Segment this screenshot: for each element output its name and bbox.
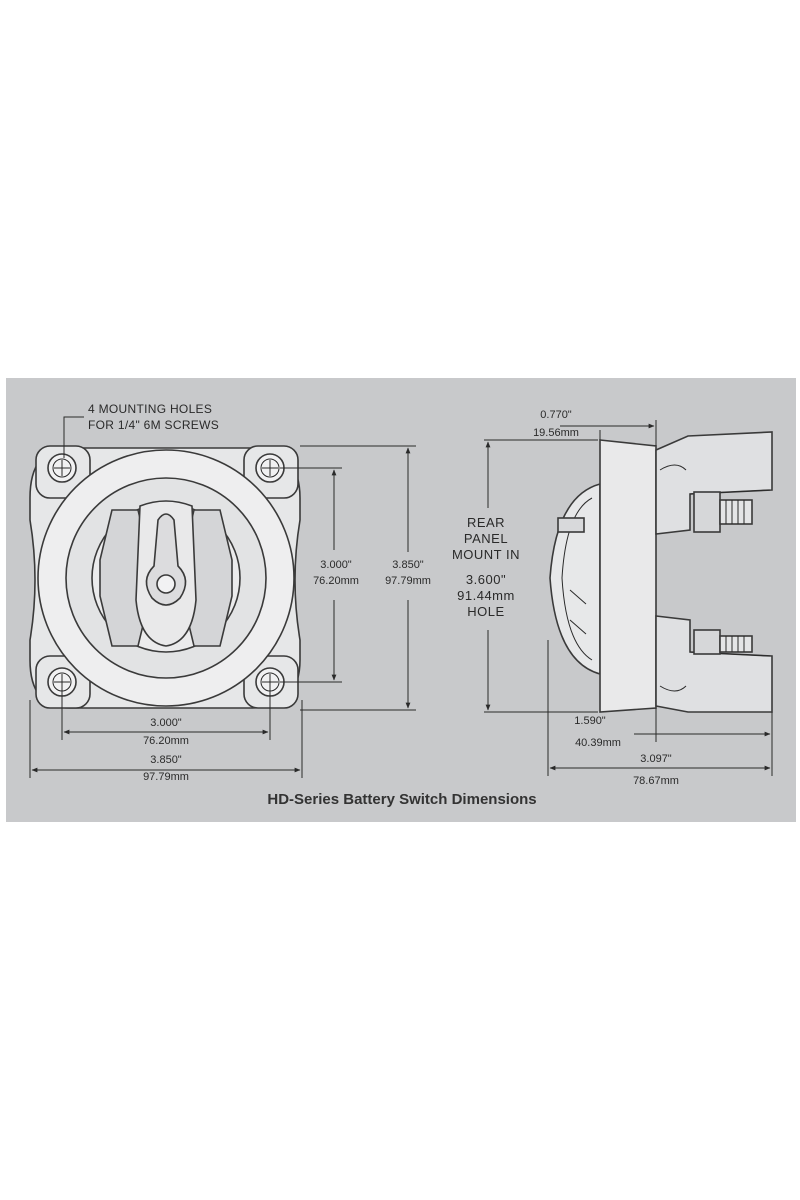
rear-panel-note-line2: PANEL bbox=[464, 531, 508, 546]
mounting-hole-bottom-right bbox=[255, 667, 285, 697]
rear-panel-note-line1: REAR bbox=[467, 515, 505, 530]
mounting-note-leader bbox=[63, 416, 84, 458]
switch-knob bbox=[99, 500, 233, 647]
front-plate bbox=[599, 439, 657, 713]
side-view: 0.770" 19.56mm REAR PANEL MOUNT IN 3.600… bbox=[452, 409, 773, 787]
rear-panel-note-line3: MOUNT IN bbox=[452, 547, 520, 562]
terminal-stud-lower bbox=[693, 629, 753, 655]
rear-body-lower bbox=[655, 615, 773, 713]
rear-panel-note-line6: HOLE bbox=[467, 604, 504, 619]
overall-depth-mm: 78.67mm bbox=[633, 775, 679, 787]
mounting-hole-top-left bbox=[47, 453, 77, 483]
mounting-hole-top-right bbox=[255, 453, 285, 483]
mounting-holes-note-line2: FOR 1/4" 6M SCREWS bbox=[88, 418, 219, 432]
body-depth-mm: 40.39mm bbox=[575, 737, 621, 749]
body-depth-inches: 1.590" bbox=[574, 715, 606, 727]
knob-label-tab bbox=[557, 517, 585, 533]
overall-depth-inches: 3.097" bbox=[640, 753, 672, 765]
knob-depth-inches: 0.770" bbox=[540, 409, 572, 421]
hole-spacing-h-inches: 3.000" bbox=[150, 717, 182, 729]
diagram-caption: HD-Series Battery Switch Dimensions bbox=[267, 791, 536, 808]
hole-spacing-h-mm: 76.20mm bbox=[143, 735, 189, 747]
mounting-hole-bottom-left bbox=[47, 667, 77, 697]
overall-height-inches: 3.850" bbox=[392, 559, 424, 571]
overall-width-mm: 97.79mm bbox=[143, 771, 189, 783]
front-view: 4 MOUNTING HOLES FOR 1/4" 6M SCREWS 3.00… bbox=[29, 402, 431, 783]
overall-height-mm: 97.79mm bbox=[385, 575, 431, 587]
overall-width-inches: 3.850" bbox=[150, 754, 182, 766]
terminal-stud-upper bbox=[693, 491, 753, 533]
mounting-holes-note-line1: 4 MOUNTING HOLES bbox=[88, 402, 212, 416]
rear-panel-note-line4: 3.600" bbox=[466, 572, 506, 587]
hole-spacing-v-mm: 76.20mm bbox=[313, 575, 359, 587]
rear-panel-note-line5: 91.44mm bbox=[457, 588, 515, 603]
knob-depth-mm: 19.56mm bbox=[533, 427, 579, 439]
hole-spacing-v-inches: 3.000" bbox=[320, 559, 352, 571]
